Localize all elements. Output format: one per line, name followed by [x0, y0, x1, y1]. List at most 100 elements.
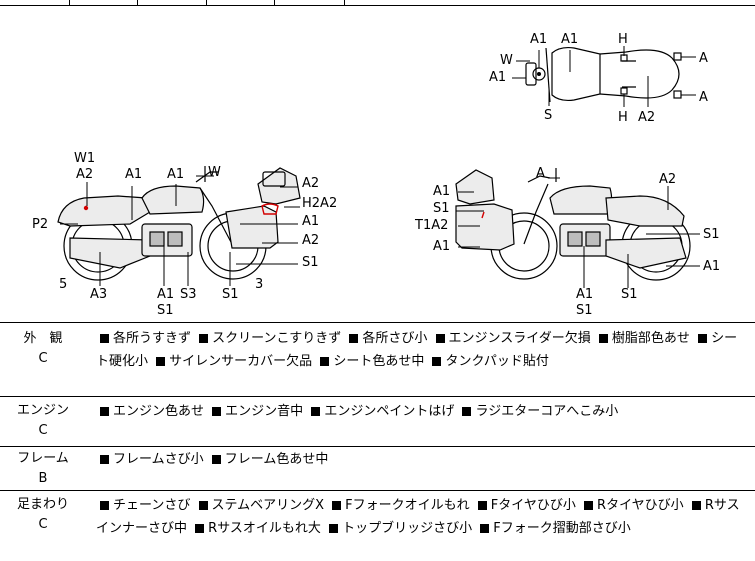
condition-item: シート硬化小: [96, 331, 737, 369]
label-right-a1-2: A1: [433, 239, 450, 254]
top-view-bike: [512, 46, 696, 107]
label-left-a1-3: A1: [302, 214, 319, 229]
condition-item-text: エンジンスライダー欠損: [448, 331, 591, 346]
row-exterior-category: 外 観 C: [0, 329, 86, 369]
condition-item: 各所うすきず: [96, 331, 191, 346]
label-left-s1-3: S1: [222, 287, 239, 302]
label-right-s1-2: S1: [703, 227, 720, 242]
row-frame-items: フレームさび小 フレーム色あせ中: [96, 448, 746, 471]
label-left-h2a2: H2A2: [302, 196, 337, 211]
damage-diagram: A1 A1 H W A A1 A S H A2: [0, 6, 755, 322]
square-bullet-icon: [435, 333, 445, 343]
square-bullet-icon: [100, 454, 109, 464]
label-left-a2: A2: [76, 167, 93, 182]
label-right-t1a2: T1A2: [414, 218, 448, 233]
square-bullet-icon: [320, 356, 330, 366]
square-bullet-icon: [199, 333, 209, 343]
condition-item: エンジン色あせ: [96, 404, 204, 419]
condition-item-text: Rサスオイルもれ大: [208, 521, 321, 536]
label-left-a1-1: A1: [125, 167, 142, 182]
square-bullet-icon: [211, 454, 221, 464]
label-left-w: W: [208, 165, 221, 180]
row-exterior-name: 外 観: [23, 331, 63, 346]
row-engine-items: エンジン色あせ エンジン音中 エンジンペイントはげ ラジエターコアへこみ小: [96, 400, 746, 423]
label-top-a-2: A: [699, 90, 708, 105]
square-bullet-icon: [156, 356, 166, 366]
condition-item-text: タンクパッド貼付: [445, 354, 549, 369]
square-bullet-icon: [100, 500, 109, 510]
label-right-a1-3: A1: [703, 259, 720, 274]
square-bullet-icon: [332, 500, 342, 510]
row-suspension-grade: C: [38, 517, 48, 532]
condition-item: エンジンスライダー欠損: [432, 331, 591, 346]
square-bullet-icon: [100, 406, 109, 416]
row-engine-name: エンジン: [16, 403, 69, 418]
condition-item: トップブリッジさび小: [325, 521, 472, 536]
square-bullet-icon: [462, 406, 472, 416]
label-right-a: A: [536, 166, 545, 181]
motorcycle-diagram-svg: A1 A1 H W A A1 A S H A2: [32, 32, 720, 318]
condition-item-text: エンジン色あせ: [113, 404, 205, 419]
condition-item: Fフォークオイルもれ: [328, 498, 470, 513]
label-top-a-1: A: [699, 51, 708, 66]
condition-item: フレーム色あせ中: [208, 452, 329, 467]
condition-item: Rサスインナーさび中: [96, 498, 740, 536]
condition-item-text: シート色あせ中: [333, 354, 425, 369]
condition-item: スクリーンこすりきず: [195, 331, 341, 346]
square-bullet-icon: [329, 523, 339, 533]
label-left-p2: P2: [32, 217, 48, 232]
label-left-w1: W1: [74, 151, 95, 166]
label-right-a1-1: A1: [433, 184, 450, 199]
condition-item: ステムベアリングX: [195, 498, 325, 513]
row-exterior-items: 各所うすきず スクリーンこすりきず 各所さび小 エンジンスライダー欠損 樹脂部色…: [96, 327, 746, 373]
row-exterior-grade: C: [38, 351, 48, 366]
label-top-a1-3: A1: [489, 70, 506, 85]
condition-item-text: 各所さび小: [362, 331, 428, 346]
label-right-s1-1: S1: [433, 201, 450, 216]
label-right-a2: A2: [659, 172, 676, 187]
row-suspension-category: 足まわり C: [0, 495, 86, 535]
condition-item-text: スクリーンこすりきず: [212, 331, 342, 346]
condition-item-text: 樹脂部色あせ: [611, 331, 690, 346]
row-engine: エンジン C エンジン色あせ エンジン音中 エンジンペイントはげ ラジエターコア…: [0, 396, 755, 446]
condition-item: 各所さび小: [345, 331, 427, 346]
square-bullet-icon: [195, 523, 205, 533]
label-left-5: 5: [59, 277, 67, 292]
condition-item-text: フレーム色あせ中: [224, 452, 329, 467]
label-top-a1-2: A1: [561, 32, 578, 47]
condition-item: フレームさび小: [96, 452, 204, 467]
row-suspension-items: チェーンさび ステムベアリングX Fフォークオイルもれ Fタイヤひび小 Rタイヤ…: [96, 494, 746, 540]
condition-item-text: 各所うすきず: [113, 331, 192, 346]
condition-item: サイレンサーカバー欠品: [152, 354, 312, 369]
label-top-h-1: H: [618, 32, 628, 47]
label-left-a1-2: A1: [167, 167, 184, 182]
label-left-s1-2: S1: [157, 303, 174, 318]
condition-item: シート色あせ中: [316, 354, 424, 369]
condition-item-text: Rタイヤひび小: [597, 498, 684, 513]
condition-item-text: トップブリッジさび小: [342, 521, 473, 536]
condition-item: 樹脂部色あせ: [595, 331, 690, 346]
row-frame-name: フレーム: [17, 451, 69, 466]
condition-item-text: ラジエターコアへこみ小: [475, 404, 619, 419]
condition-item-text: Fフォークオイルもれ: [345, 498, 470, 513]
condition-item-text: Fフォーク摺動部さび小: [493, 521, 631, 536]
label-top-a1-1: A1: [530, 32, 547, 47]
condition-item: エンジンペイントはげ: [307, 404, 454, 419]
row-frame-grade: B: [38, 471, 48, 486]
square-bullet-icon: [311, 406, 321, 416]
label-left-a2-2: A2: [302, 176, 319, 191]
label-top-w: W: [500, 53, 513, 68]
row-suspension-name: 足まわり: [16, 497, 69, 512]
condition-item: Fタイヤひび小: [474, 498, 576, 513]
condition-item-text: サイレンサーカバー欠品: [169, 354, 313, 369]
condition-item-text: チェーンさび: [113, 498, 191, 513]
label-left-3: 3: [255, 277, 263, 292]
row-exterior: 外 観 C 各所うすきず スクリーンこすりきず 各所さび小 エンジンスライダー欠…: [0, 322, 755, 396]
square-bullet-icon: [584, 500, 594, 510]
row-engine-grade: C: [38, 423, 48, 438]
label-top-h-2: H: [618, 110, 628, 125]
condition-item-text: ステムベアリングX: [211, 498, 325, 513]
condition-item-text: エンジンペイントはげ: [324, 404, 455, 419]
condition-item-text: Rサスインナーさび中: [96, 498, 740, 536]
